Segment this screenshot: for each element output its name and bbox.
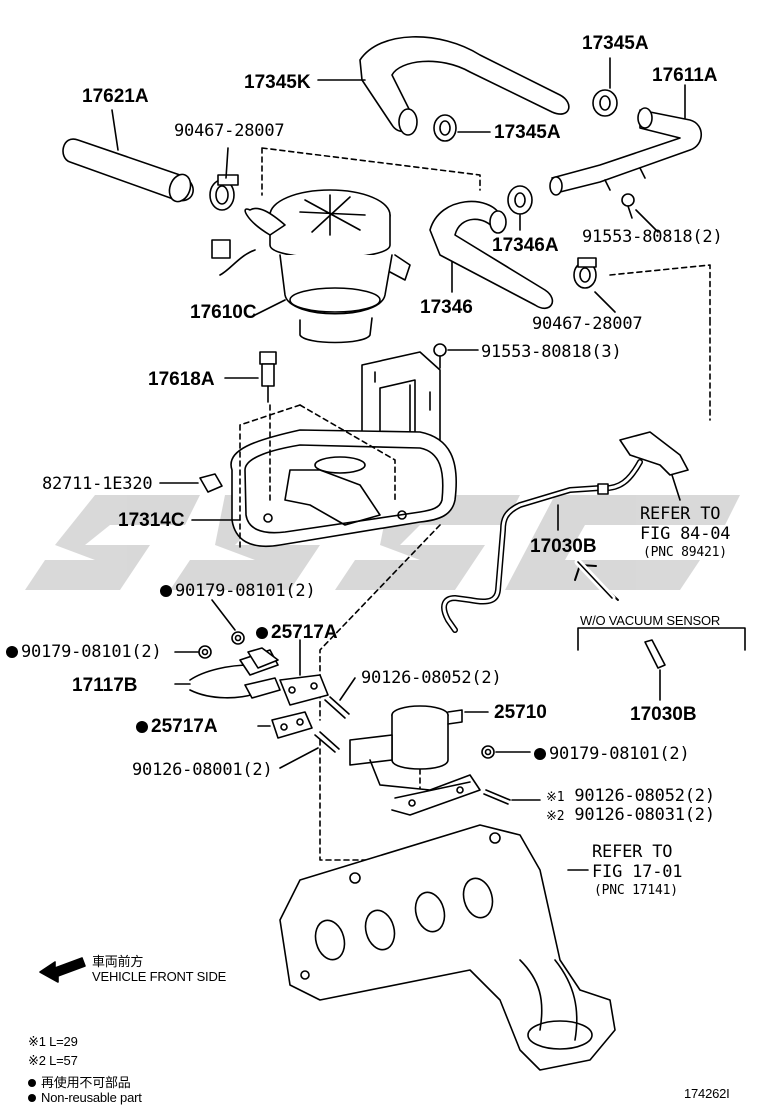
stud-90126-08052-a — [324, 696, 350, 719]
label-17030b-vac[interactable]: 17030B — [630, 704, 697, 725]
nut-90179-b — [198, 645, 212, 659]
label-90126-08052-b-text: 90126-08052(2) — [574, 786, 715, 806]
refer-fig-17-01-pnc: (PNC 17141) — [594, 883, 678, 898]
non-reusable-dot-icon — [136, 721, 148, 733]
refer-fig-17-01-line2[interactable]: FIG 17-01 — [592, 862, 683, 882]
vacuum-hose-17030b — [441, 431, 689, 633]
plate-17314c — [230, 429, 457, 547]
legend-l3-text: 再使用不可部品 — [41, 1075, 131, 1090]
label-17314c[interactable]: 17314C — [118, 510, 185, 531]
clamp-17346a — [507, 185, 533, 215]
label-25717a-b-text: 25717A — [151, 716, 218, 737]
refer-fig-84-04-line2[interactable]: FIG 84-04 — [640, 524, 731, 544]
label-25717a-b[interactable]: 25717A — [136, 716, 218, 738]
vehicle-front-arrow — [39, 957, 86, 983]
label-82711[interactable]: 82711-1E320 — [42, 474, 153, 494]
label-17610c[interactable]: 17610C — [190, 302, 257, 323]
non-reusable-dot-icon — [160, 585, 172, 597]
label-17345a-mid[interactable]: 17345A — [494, 122, 561, 143]
bolt-91553-mid — [433, 343, 447, 369]
label-17611a[interactable]: 17611A — [652, 65, 718, 86]
non-reusable-dot-icon — [256, 627, 268, 639]
refer-fig-17-01-line1[interactable]: REFER TO — [592, 842, 673, 862]
nut-90179-a — [231, 631, 245, 645]
label-90179-b[interactable]: 90179-08101(2) — [6, 642, 162, 662]
nut-90179-c — [481, 745, 495, 759]
clamp-17345a-mid — [433, 114, 457, 142]
label-17621a[interactable]: 17621A — [82, 86, 149, 107]
marker-2: ※2 — [546, 809, 565, 824]
label-17345k[interactable]: 17345K — [244, 72, 311, 93]
label-90467-mid[interactable]: 90467-28007 — [532, 314, 643, 334]
label-91553-top[interactable]: 91553-80818(2) — [582, 227, 723, 247]
label-90126-08052-a[interactable]: 90126-08052(2) — [361, 668, 502, 688]
label-25717a-a[interactable]: 25717A — [256, 622, 338, 644]
non-reusable-dot-icon — [534, 748, 546, 760]
label-90126-08031-text: 90126-08031(2) — [574, 805, 715, 825]
label-17117b[interactable]: 17117B — [72, 675, 138, 696]
front-label-en: VEHICLE FRONT SIDE — [92, 969, 227, 984]
clip-82711 — [199, 473, 223, 493]
direction-arrow — [574, 558, 619, 602]
fitting-17618a — [259, 351, 277, 403]
label-90179-c-text: 90179-08101(2) — [549, 744, 690, 764]
label-17345a-top[interactable]: 17345A — [582, 33, 649, 54]
refer-fig-84-04-pnc: (PNC 89421) — [643, 545, 727, 560]
gasket-25717a-b — [271, 711, 313, 739]
hose-17621a — [62, 138, 194, 203]
front-label-jp: 車両前方 — [92, 954, 144, 969]
clamp-90467-top — [209, 174, 239, 211]
wo-vacuum-sensor-label: W/O VACUUM SENSOR — [580, 613, 721, 628]
legend-l4-text: Non-reusable part — [41, 1090, 142, 1105]
label-90179-a[interactable]: 90179-08101(2) — [160, 581, 316, 601]
label-90179-c[interactable]: 90179-08101(2) — [534, 744, 690, 764]
exhaust-manifold — [279, 824, 616, 1071]
label-91553-mid[interactable]: 91553-80818(3) — [481, 342, 622, 362]
label-90467-top[interactable]: 90467-28007 — [174, 121, 285, 141]
label-17346a[interactable]: 17346A — [492, 235, 559, 256]
pipe-17611a — [549, 107, 703, 196]
label-90179-a-text: 90179-08101(2) — [175, 581, 316, 601]
legend-l3: 再使用不可部品 — [28, 1072, 131, 1091]
label-25710[interactable]: 25710 — [494, 702, 547, 723]
label-90126-08001[interactable]: 90126-08001(2) — [132, 760, 273, 780]
label-17030b-main[interactable]: 17030B — [530, 536, 597, 557]
bolt-91553-top — [621, 193, 635, 219]
stud-90126-08052-b — [483, 789, 511, 805]
legend-l2: ※2 L=57 — [28, 1053, 78, 1068]
legend-l1: ※1 L=29 — [28, 1034, 78, 1049]
legend-l4: Non-reusable part — [28, 1090, 142, 1105]
hose-17345k — [359, 36, 570, 136]
refer-fig-84-04-line1[interactable]: REFER TO — [640, 504, 721, 524]
stud-90126-08001 — [314, 731, 340, 753]
air-pump-17610c — [211, 189, 411, 344]
non-reusable-dot-icon — [6, 646, 18, 658]
clamp-90467-mid — [573, 257, 597, 289]
hose-17346 — [429, 200, 554, 310]
label-17346[interactable]: 17346 — [420, 297, 473, 318]
marker-1: ※1 — [546, 790, 565, 805]
non-reusable-dot-icon — [28, 1094, 36, 1102]
non-reusable-dot-icon — [28, 1079, 36, 1087]
figure-id: 174262I — [684, 1086, 730, 1101]
label-25717a-a-text: 25717A — [271, 622, 338, 643]
label-90126-08031[interactable]: ※2 90126-08031(2) — [546, 805, 715, 825]
label-90126-08052-b[interactable]: ※1 90126-08052(2) — [546, 786, 715, 806]
label-90179-b-text: 90179-08101(2) — [21, 642, 162, 662]
valve-25710 — [349, 705, 481, 816]
label-17618a[interactable]: 17618A — [148, 369, 215, 390]
hose-17030b-short — [644, 639, 666, 669]
clamp-17345a-top — [592, 89, 618, 117]
gasket-25717a-a — [279, 674, 329, 706]
